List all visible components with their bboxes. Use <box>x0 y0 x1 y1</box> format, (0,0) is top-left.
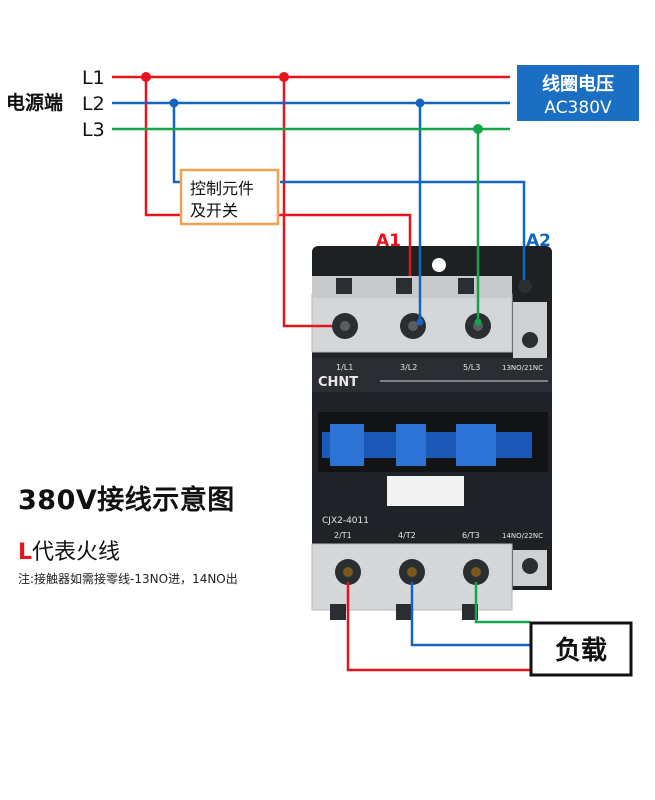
load-label: 负载 <box>555 636 607 666</box>
junction-L1-control <box>141 72 151 82</box>
wire-L3 <box>112 127 510 322</box>
top-tooth-1 <box>336 278 352 294</box>
aux-block-top <box>513 302 547 358</box>
brand-logo: CHNT <box>318 375 358 390</box>
junction-L1-main <box>279 72 289 82</box>
line-label-L2: L2 <box>82 93 105 115</box>
control-element-line1: 控制元件 <box>190 179 254 198</box>
control-element-line2: 及开关 <box>190 201 238 220</box>
label-strip <box>312 358 552 392</box>
coil-voltage-title: 线圈电压 <box>542 73 614 95</box>
screw-aux-top[interactable] <box>522 332 538 348</box>
bottom-tooth-1 <box>330 604 346 620</box>
screw-6-T3[interactable] <box>463 559 489 585</box>
terminal-label-2-T1: 2/T1 <box>334 531 352 540</box>
armature-blue-left <box>330 424 364 466</box>
supply-label: 电源端 <box>6 91 63 114</box>
screw-1-L1[interactable] <box>332 313 358 339</box>
terminal-dot-L2 <box>416 318 424 326</box>
terminal-label-13NO-21NC: 13NO/21NC <box>502 364 543 372</box>
screw-aux-bottom[interactable] <box>522 558 538 574</box>
terminal-label-1-L1: 1/L1 <box>336 363 353 372</box>
load-wires <box>346 582 530 672</box>
line-label-L3: L3 <box>82 119 105 141</box>
bottom-tooth-2 <box>396 604 412 620</box>
model-number: CJX2-4011 <box>322 516 369 526</box>
junction-L2-main <box>415 98 425 108</box>
terminal-label-6-T3: 6/T3 <box>462 531 480 540</box>
coil-voltage-value: AC380V <box>544 98 612 118</box>
screw-3-L2[interactable] <box>400 313 426 339</box>
top-terminal-block <box>311 276 538 353</box>
legend-letter: L <box>18 540 33 565</box>
armature-blue-right <box>456 424 496 466</box>
terminal-label-14NO-22NC: 14NO/22NC <box>502 532 543 540</box>
screw-4-T2[interactable] <box>399 559 425 585</box>
load-box <box>529 621 633 677</box>
legend-text: 代表火线 <box>32 540 121 565</box>
junction-L3-main <box>473 124 483 134</box>
armature-blue-mid <box>396 424 426 466</box>
coil-voltage-box <box>517 65 639 121</box>
legend: L代表火线 <box>18 534 120 566</box>
coil-terminal-a1: A1 <box>376 231 401 251</box>
mounting-hole <box>432 258 446 272</box>
screw-2-T1[interactable] <box>335 559 361 585</box>
junction-L2-control <box>169 98 179 108</box>
bottom-tooth-3 <box>462 604 478 620</box>
coil-terminal-a2: A2 <box>526 231 551 251</box>
indicator-label <box>387 476 464 506</box>
top-tooth-2 <box>396 278 412 294</box>
terminal-label-5-L3: 5/L3 <box>463 363 480 372</box>
wiring-note: 注:接触器如需接零线-13NO进，14NO出 <box>18 572 238 586</box>
control-element-box <box>179 168 280 226</box>
terminal-label-4-T2: 4/T2 <box>398 531 416 540</box>
diagram-title: 380V接线示意图 <box>18 485 235 516</box>
bottom-terminal-block <box>311 543 538 620</box>
top-tooth-3 <box>458 278 474 294</box>
line-label-L1: L1 <box>82 67 105 89</box>
screw-a2[interactable] <box>518 279 532 293</box>
terminal-dot-L3 <box>474 318 482 326</box>
terminal-label-3-L2: 3/L2 <box>400 363 417 372</box>
